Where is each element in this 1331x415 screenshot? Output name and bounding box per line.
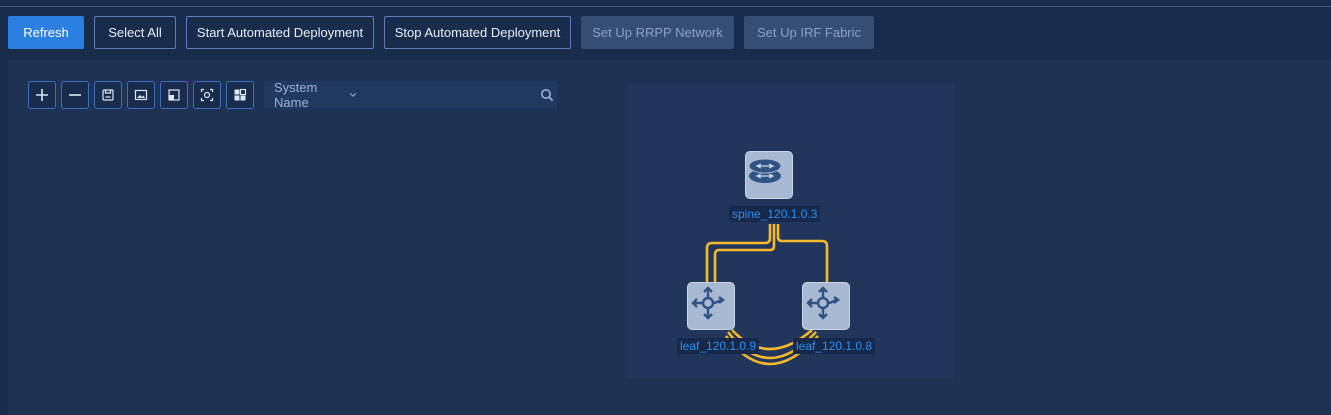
leaf-switch-icon	[806, 286, 840, 320]
link-spine-leaf9-a[interactable]	[705, 224, 772, 309]
search-field-select[interactable]: System Name	[264, 80, 356, 110]
topology-links	[705, 224, 829, 366]
topology-search: System Name	[264, 80, 557, 110]
set-up-irf-fabric-button[interactable]: Set Up IRF Fabric	[744, 16, 874, 49]
refresh-button[interactable]: Refresh	[8, 16, 84, 49]
search-input[interactable]	[356, 81, 537, 109]
save-icon	[102, 89, 114, 101]
node-label-leaf-9[interactable]: leaf_120.1.0.9	[677, 338, 760, 354]
plus-icon	[36, 89, 48, 101]
zoom-in-button[interactable]	[28, 81, 56, 109]
link-leaf9-leaf8-c[interactable]	[731, 329, 813, 351]
spine-switch-node[interactable]	[745, 151, 793, 199]
search-button[interactable]	[536, 88, 557, 102]
spine-switch-icon	[748, 158, 782, 183]
chevron-down-icon	[349, 93, 356, 97]
save-topology-button[interactable]	[94, 81, 122, 109]
fit-view-icon	[168, 89, 180, 101]
header-divider	[0, 6, 1331, 7]
node-label-spine[interactable]: spine_120.1.0.3	[729, 206, 821, 222]
set-up-rrpp-network-button[interactable]: Set Up RRPP Network	[581, 16, 734, 49]
search-field-value: System Name	[274, 80, 318, 110]
leaf-switch-icon	[691, 286, 725, 320]
select-all-button[interactable]: Select All	[94, 16, 176, 49]
search-icon	[540, 89, 553, 102]
fit-view-button[interactable]	[160, 81, 188, 109]
grid-layout-icon	[234, 88, 247, 101]
start-automated-deployment-button[interactable]: Start Automated Deployment	[186, 16, 374, 49]
zoom-out-button[interactable]	[61, 81, 89, 109]
leaf-switch-node-8[interactable]	[802, 282, 850, 330]
action-toolbar: Refresh Select All Start Automated Deplo…	[8, 16, 874, 49]
locate-button[interactable]	[193, 81, 221, 109]
minus-icon	[69, 94, 81, 96]
topology-tools	[28, 81, 254, 109]
node-label-leaf-8[interactable]: leaf_120.1.0.8	[793, 338, 876, 354]
link-spine-leaf9-b[interactable]	[713, 224, 776, 309]
focus-icon	[200, 88, 214, 102]
export-image-button[interactable]	[127, 81, 155, 109]
topology-canvas[interactable]: spine_120.1.0.3 leaf_120.1.0.9 leaf_120.	[628, 84, 954, 378]
leaf-switch-node-9[interactable]	[687, 282, 735, 330]
image-icon	[134, 89, 148, 101]
link-spine-leaf8[interactable]	[776, 224, 829, 309]
layout-button[interactable]	[226, 81, 254, 109]
topology-panel: System Name	[8, 59, 1331, 415]
stop-automated-deployment-button[interactable]: Stop Automated Deployment	[384, 16, 571, 49]
